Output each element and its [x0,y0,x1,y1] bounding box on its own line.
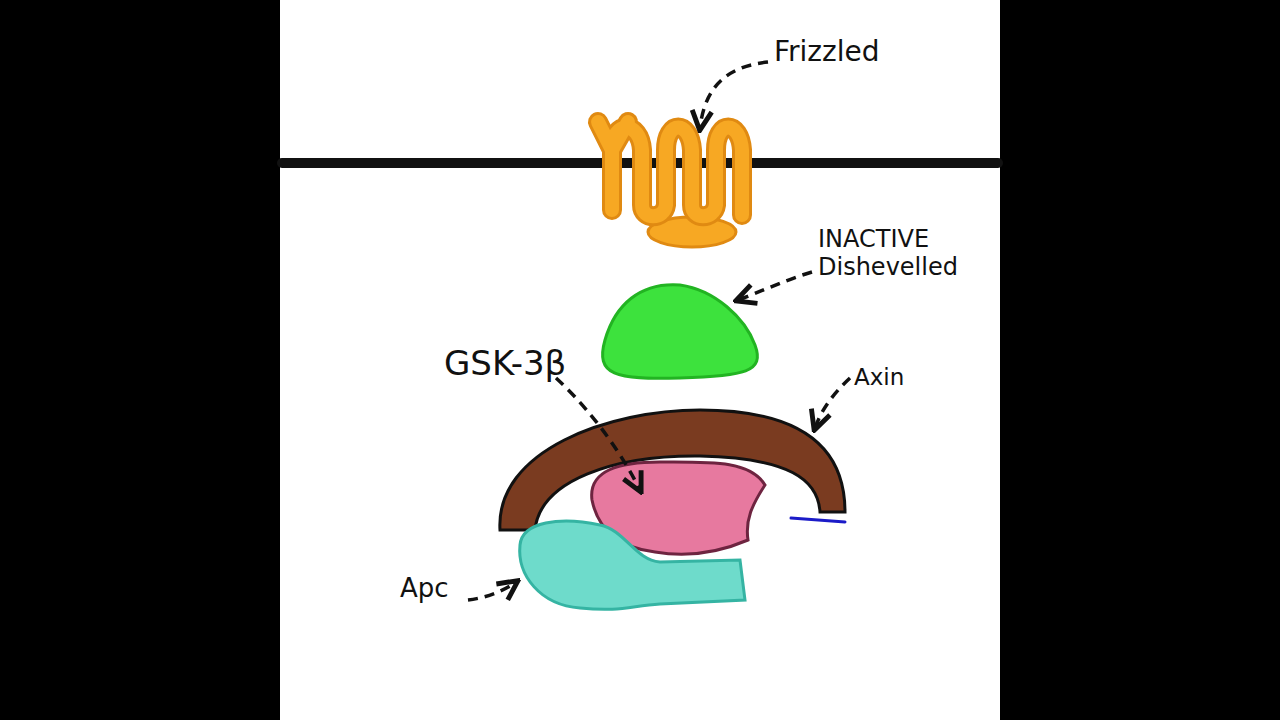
leader-line [556,378,640,490]
dishevelled-protein [603,285,758,379]
part-label: Axin [854,364,904,390]
side-bar [0,0,280,720]
apc-protein [520,521,745,609]
part-label: Apc [400,574,449,604]
leader-line [815,378,850,428]
leader-line [700,62,768,128]
part-label: GSK-3β [444,344,566,383]
blue-mark [791,518,845,522]
part-label: Frizzled [774,36,880,68]
leader-line [738,272,812,300]
part-label: INACTIVE Dishevelled [818,226,990,281]
frizzled-receptor [598,122,742,247]
leader-line [468,582,516,600]
side-bar [1000,0,1280,720]
